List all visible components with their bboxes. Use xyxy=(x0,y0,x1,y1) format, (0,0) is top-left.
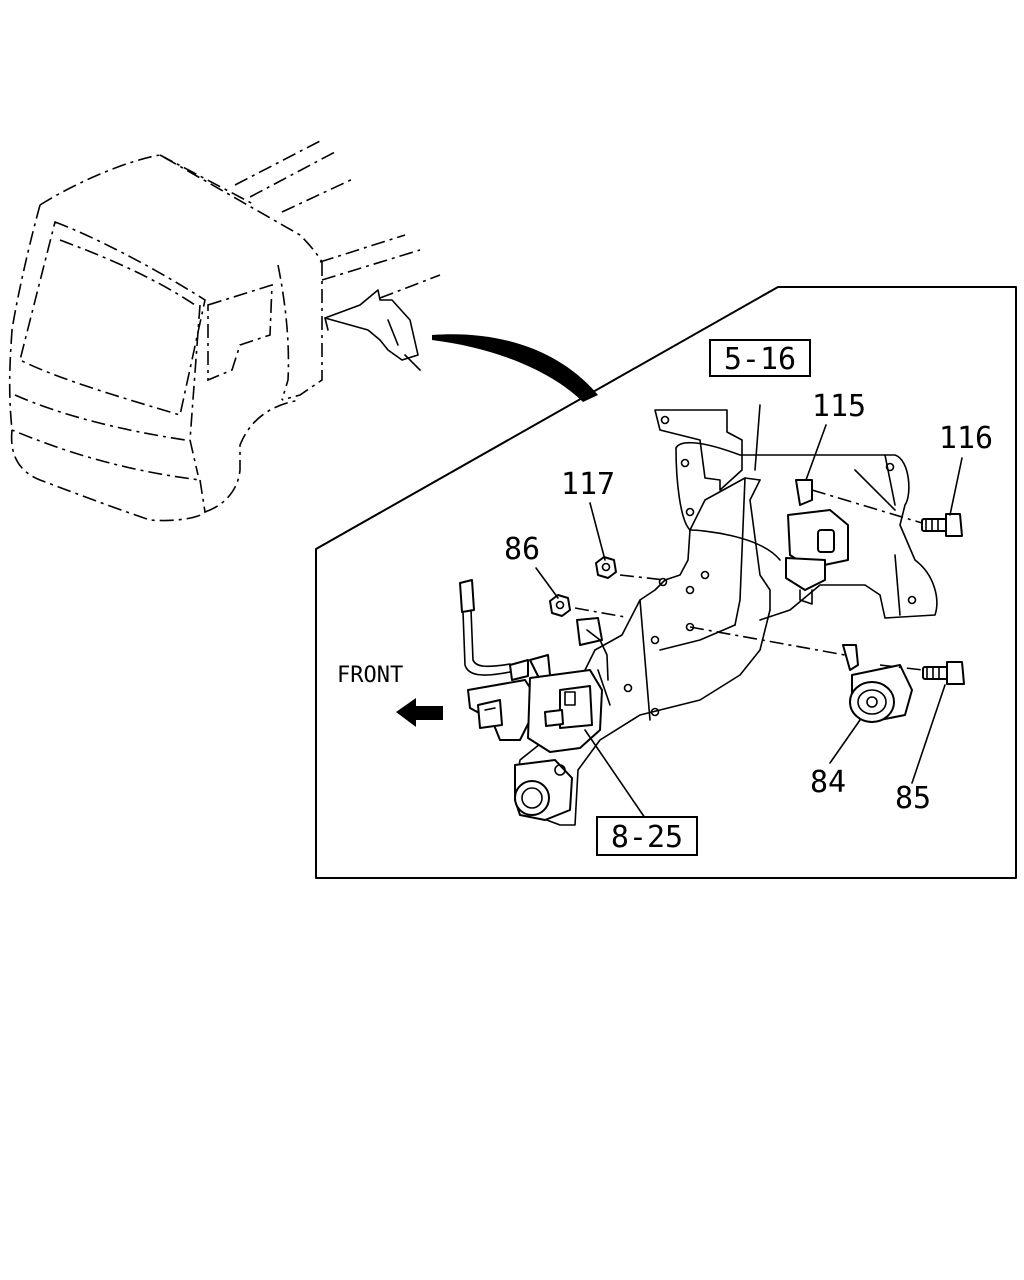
valve-assembly xyxy=(459,579,611,821)
leader-lines xyxy=(535,404,963,819)
callout-5-16: 5-16 xyxy=(709,339,811,377)
mounting-bracket xyxy=(514,409,938,826)
part-116-bolt xyxy=(921,513,963,537)
callout-8-25-text: 8-25 xyxy=(611,820,683,855)
pointer-arrow xyxy=(432,334,598,402)
callout-117: 117 xyxy=(561,467,615,502)
callout-86: 86 xyxy=(504,532,540,567)
part-86-nut xyxy=(549,594,571,617)
front-label: FRONT xyxy=(337,663,403,688)
part-117-nut xyxy=(595,556,617,579)
part-84-round-sensor xyxy=(842,644,913,723)
callout-5-16-text: 5-16 xyxy=(724,342,796,377)
front-direction-indicator: FRONT xyxy=(337,663,443,727)
front-arrow-icon xyxy=(396,698,443,727)
part-115-sensor xyxy=(785,479,849,605)
truck-cab-illustration xyxy=(8,139,598,522)
callout-8-25: 8-25 xyxy=(596,816,698,856)
callout-85: 85 xyxy=(895,781,931,816)
callout-84: 84 xyxy=(810,765,846,800)
callout-116: 116 xyxy=(939,421,993,456)
detail-frame xyxy=(315,286,1017,879)
part-85-bolt xyxy=(922,661,965,685)
callout-115: 115 xyxy=(812,389,866,424)
